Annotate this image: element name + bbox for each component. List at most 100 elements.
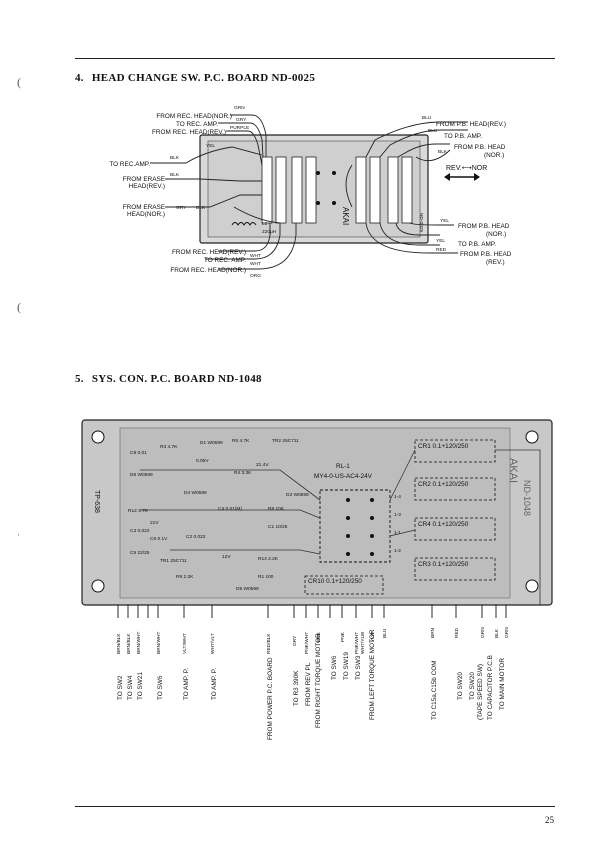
page-number: 25 [545,815,554,825]
s4-board-gry: GRY [176,205,187,211]
s5-wire-11: PNK/WHT [354,632,360,654]
mount-hole-bl [91,579,105,593]
s5-relay: RL-1 [336,463,350,470]
s5-comp-12: R9 2.2K [176,574,194,580]
s5-model-label: ND-1048 [522,480,532,516]
mount-hole-tl [91,430,105,444]
s5-dest-6: FROM POWER P.C. BOARD [267,657,274,740]
s4-wire-right-2: BLK [438,149,448,155]
s5-cr10: CR10 0.1+120/250 [308,578,362,585]
s5-cap-3: CR3 0.1+120/250 [418,561,469,568]
s5-comp-19: 0.05V [196,458,209,464]
s5-comp-1: R3 4.7K [160,444,178,450]
s5-comp-14: R14 2.2K [258,556,279,562]
s5-dest-15: TO SW20 [457,672,464,700]
top-rule [75,58,555,59]
s5-comp-10: C2 0.022 [186,534,206,540]
s5-dest-11: TO SW19 [343,652,350,680]
s4-bottom-label-2: FROM REC. HEAD(NOR.) [170,267,246,274]
s5-wire-7: GRY [292,635,298,646]
s5-wire-8: PNK/WHT [304,632,310,654]
s5-wire-1: BRN/BLK [126,633,132,654]
s5-comp-7: C3 0.022 [130,528,150,534]
s5-dest-14: TO C15a,C15b COM [431,660,438,720]
s5-comp-18: R4 3.3K [234,470,252,476]
margin-mark-2: ( [17,300,21,314]
s5-relay-spec: MY4-0-US-AC4-24V [314,473,373,480]
s4-board-blk: BLK [196,205,206,211]
s5-dest-8: FROM REV PL [305,662,312,706]
s5-wire-3: BRN/WHT [156,632,162,654]
s5-wire-19: GRN [504,627,510,638]
s5-cap-2: CR4 0.1+120/250 [418,521,469,528]
s4-right-label-6: TO P.B. AMP. [458,241,496,248]
s5-wire-13: YLW [370,631,376,642]
s5-wire-16: RED [454,627,460,638]
s5-tp-label: TP-638 [93,490,100,513]
s5-comp-15: C1 10/25 [268,524,288,530]
s5-wire-9: PNK [316,631,322,642]
sys-con-board-diagram: TP-638 AKAI ND-1048 RL-1 MY4-0-US-AC4-24… [81,419,553,740]
s4-right-label-8: (REV.) [486,259,505,266]
s4-rev-nor: REV.⟷NOR [446,165,487,172]
s5-wire-15: BRN [430,627,436,638]
s5-comp-25: D1 W0599 [200,440,223,446]
s4-board-model: ND-0025 [418,213,424,233]
s4-wire-top-1: GRY [236,117,247,123]
s4-wire-bottom-1: WHT [250,261,261,267]
s5-wire-4: VLT/WHT [182,633,188,654]
s4-bottom-label-0: FROM REC. HEAD(REV.) [172,249,246,256]
s4-left-label-3: TO REC.AMP. [109,161,150,168]
section5-heading: 5.SYS. CON. P.C. BOARD ND-1048 [75,373,262,385]
s5-dest-4: TO AMP. P. [183,668,190,700]
s5-comp-20: 21.4V [256,462,269,468]
s5-comp-6: R8 10K [268,506,285,512]
s5-dest-17: (TAPE SPEED SW) [477,664,484,720]
s4-wire-top-2: PURPLE [230,125,249,131]
margin-mark-1: ( [17,75,21,89]
s5-dest-12: TO SW3 [355,655,362,680]
s5-comp-5: C4 0.01(M) [218,506,242,512]
s5-wire-14: BLU [382,628,388,638]
s5-comp-8: C5 22/25 [130,550,150,556]
s4-wire-top-4: BLK [170,155,180,161]
s4-board-akai: AKAI [341,207,350,225]
mount-hole-br [525,579,539,593]
s4-right-label-3: (NOR.) [484,152,504,159]
s5-wire-10: PNK [340,631,346,642]
s5-dest-3: TO SW6 [157,675,164,700]
s5-comp-13: R1 100 [258,574,274,580]
s5-dest-0: TO SW2 [117,675,124,700]
s4-wire-top-0: GRN [234,105,245,111]
s4-board-l1: L1 [262,221,268,227]
s5-wire-2: BRN/WHT [136,632,142,654]
s5-dest-18: TO CAPACITOR P.C.B [487,655,494,720]
s4-right-label-5: (NOR.) [486,231,506,238]
s4-right-label-0: FROM P.B. HEAD(REV.) [436,121,506,128]
s5-wire-12: WHT/YLW [360,631,366,654]
section4-number: 4. [75,72,84,84]
s5-cap-1: CR2 0.1+120/250 [418,481,469,488]
section5-number: 5. [75,373,84,385]
s5-cap-0: CR1 0.1+120/250 [418,443,469,450]
s4-wire-top-5: BLK [170,172,180,178]
s5-dest-16: TO SW20 [469,672,476,700]
s4-wire-top-3: YEL [206,143,215,149]
s4-right-label-2: FROM P.B. HEAD [454,144,506,151]
s5-comp-3: R12 4.7K [128,508,149,514]
s5-relay-pin-3: 1-2 [394,548,401,554]
s5-relay-pin-0: 1-4 [394,494,401,500]
s4-wire-rb-1: YEL [436,238,445,244]
section4-title: HEAD CHANGE SW. P.C. BOARD ND-0025 [91,72,316,84]
s4-right-label-7: FROM P.B. HEAD [460,251,512,258]
s4-wire-rb-2: RED [436,247,447,253]
s4-wire-bottom-2: ORG [250,273,261,279]
s4-wire-right-0: BLU [422,115,432,121]
margin-mark-3: · [17,530,20,540]
s5-comp-4: D4 W0599 [184,490,207,496]
s4-board-inductor: 220μH [262,229,277,235]
s4-right-label-4: FROM P.B. HEAD [458,223,510,230]
s5-dest-2: TO SW21 [137,672,144,700]
s5-comp-16: TR2 25C711 [272,438,299,444]
s5-wire-17: GRN [480,627,486,638]
